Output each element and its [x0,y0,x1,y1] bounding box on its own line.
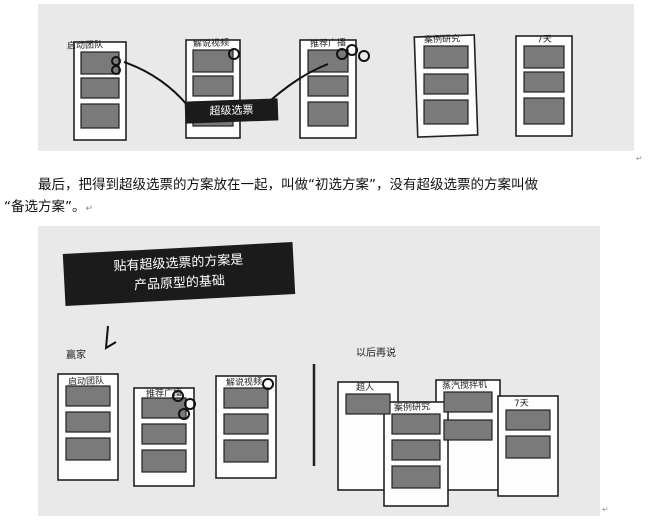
paragraph-line-2: “备选方案”。↵ [4,197,93,219]
board-label-5: 7天 [536,34,552,46]
board-label-4: 案例研究 [423,34,461,46]
later-title: 以后再说 [356,348,396,359]
super-vote-ribbon: 超级选票 [184,98,279,124]
winners-title: 赢家 [66,350,86,361]
paragraph-line-2-text: “备选方案”。 [4,199,86,215]
later-label-2: 案例研究 [393,402,431,414]
board-label-3: 推荐广播 [309,38,347,50]
banner-arrow [104,325,117,350]
board-label-1: 启动团队 [66,40,104,52]
return-mark-2: ↵ [85,204,94,214]
figure-top-drawing [73,34,573,141]
arrow-left [123,61,189,107]
figure-top-sketch: 启动团队 解说视频 推荐广播 案例研究 7天 超级选票 [38,4,634,151]
winner-label-3: 解说视频 [225,377,263,389]
later-label-3: 蒸汽搅拌机 [441,380,488,392]
paragraph-line-1: 最后，把得到超级选票的方案放在一起，叫做“初选方案”，没有超级选票的方案叫做 [38,177,538,193]
winner-label-1: 启动团队 [67,376,105,388]
return-mark-1: ↵ [636,154,643,163]
board-label-2: 解说视频 [192,38,230,50]
later-label-4: 7天 [513,398,529,410]
figure-bottom-drawing [57,325,559,507]
winner-label-2: 推荐广播 [145,388,183,400]
later-label-1: 超人 [355,382,375,394]
figure-bottom-sketch: 贴有超级选票的方案是 产品原型的基础 赢家 以后再说 启动团队 推荐广播 解说视… [38,226,600,516]
return-mark-3: ↵ [602,505,609,514]
